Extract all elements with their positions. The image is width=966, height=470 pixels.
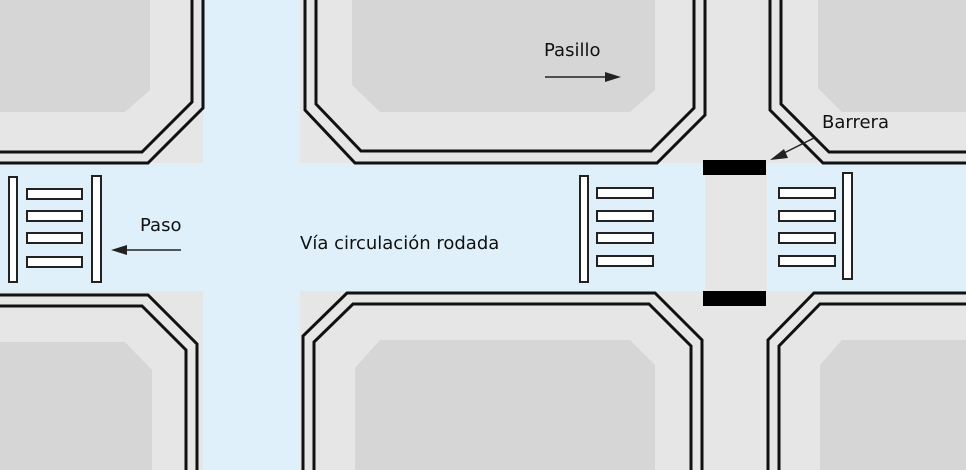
block-top-middle (303, 0, 707, 165)
crosswalk-stripe (778, 187, 836, 199)
block-bottom-middle (301, 291, 704, 470)
crosswalk-stripe (26, 232, 83, 244)
block-inner-bottom-middle (355, 340, 655, 470)
crosswalk-bar (8, 176, 18, 283)
block-inner-top-right (818, 0, 966, 112)
crosswalk-middle (579, 175, 654, 283)
block-top-right (768, 0, 966, 165)
crosswalk-stripe (596, 255, 654, 267)
barrier-label: Barrera (822, 112, 889, 133)
block-inner-top-left (0, 0, 150, 112)
block-inner-bottom-left (0, 342, 152, 470)
block-inner-bottom-right (820, 340, 966, 470)
crosswalk-stripe (778, 232, 836, 244)
crosswalk-bar (91, 175, 102, 283)
block-top-left (0, 0, 205, 165)
crosswalk-stripe (596, 187, 654, 199)
barriers (703, 160, 766, 306)
barrier-arrow (770, 137, 815, 160)
crosswalk-stripe (26, 188, 83, 200)
road-horizontal (0, 163, 966, 291)
barrier-top (703, 160, 766, 175)
crossing-arrow (111, 245, 181, 255)
block-inner-top-middle (352, 0, 655, 112)
corridor-label: Pasillo (544, 40, 600, 61)
crosswalk-stripe (26, 256, 83, 268)
crosswalk-right (778, 172, 853, 280)
crosswalk-bar (579, 175, 589, 283)
annotation-arrows (111, 72, 815, 255)
crossing-label: Paso (140, 215, 181, 236)
block-bottom-right (766, 291, 966, 470)
crosswalk-stripe (596, 210, 654, 222)
crosswalk-stripe (778, 210, 836, 222)
road-label: Vía circulación rodada (300, 233, 499, 254)
road-vertical (203, 0, 300, 470)
crosswalk-stripe (596, 232, 654, 244)
crosswalk-left (8, 175, 102, 283)
crosswalk-stripe (26, 210, 83, 222)
pedestrian-corridor (705, 163, 767, 291)
corridor-arrow (545, 72, 621, 82)
block-bottom-left (0, 293, 199, 470)
barrier-bottom (703, 291, 766, 306)
crosswalk-stripe (778, 255, 836, 267)
crosswalk-bar (842, 172, 853, 280)
